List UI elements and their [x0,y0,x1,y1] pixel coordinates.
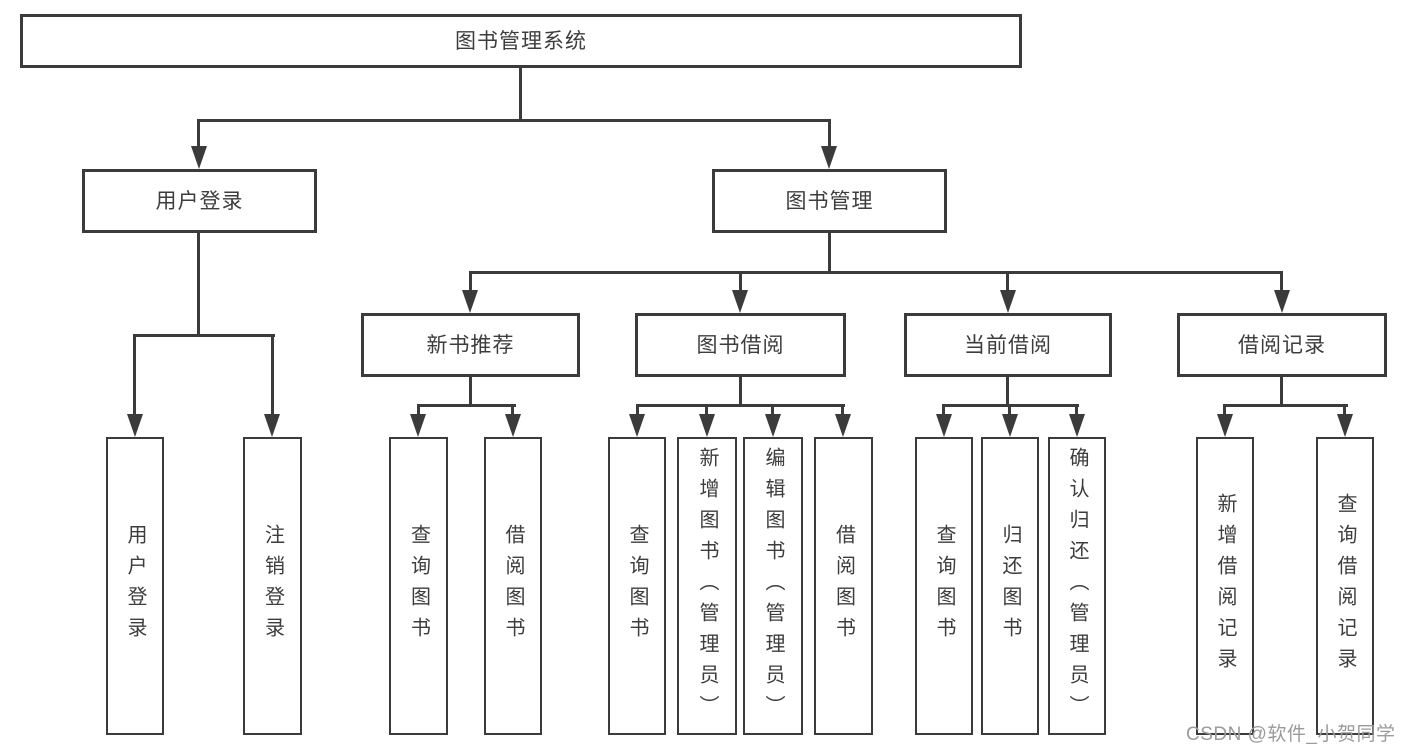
leaf-search-book-current-label: 查询图书 [933,524,955,648]
connector-bookmgmt-drop-3 [1006,271,1009,292]
arrowhead-leaf-confirm-return [1069,414,1085,437]
leaf-borrow-book-recommend-label: 借阅图书 [502,524,524,648]
arrowhead-borrow-record [1274,290,1290,313]
arrowhead-leaf-logout [264,414,280,437]
connector-bookmgmt-drop-1 [469,271,472,292]
leaf-user-login-label: 用户登录 [124,524,146,648]
arrowhead-leaf-search-borrow-record [1337,414,1353,437]
connector-bookmgmt-stem [828,231,831,273]
csdn-watermark: CSDN @软件_小贺同学 [1186,724,1396,745]
connector-userlogin-drop-2 [271,334,274,416]
node-user-login-label: 用户登录 [155,189,244,213]
connector-record-drop-1 [1223,404,1226,415]
arrowhead-new-book-recommend [462,290,478,313]
connector-bookmgmt-rail [469,271,1283,274]
leaf-search-borrow-record: 查询借阅记录 [1316,437,1374,735]
arrowhead-leaf-borrow-book-recommend [505,414,521,437]
connector-userlogin-rail [133,334,275,337]
arrowhead-user-login [191,146,207,169]
connector-current-drop-1 [942,404,945,415]
node-book-management-label: 图书管理 [785,189,874,213]
connector-root-drop-left [197,119,200,148]
connector-root-rail [197,119,831,122]
node-new-book-recommend: 新书推荐 [361,313,580,377]
connector-borrow-rail [636,404,845,407]
arrowhead-leaf-borrow-book [835,414,851,437]
node-book-borrow-label: 图书借阅 [696,333,785,357]
arrowhead-book-borrow [732,290,748,313]
leaf-confirm-return-admin: 确认归还（管理员） [1048,437,1106,735]
arrowhead-leaf-user-login [127,414,143,437]
leaf-borrow-book-label: 借阅图书 [832,524,855,648]
leaf-edit-book-admin-label: 编辑图书（管理员） [762,446,784,726]
node-current-borrow-label: 当前借阅 [964,333,1052,357]
connector-bookmgmt-drop-4 [1280,271,1283,292]
node-book-management: 图书管理 [712,169,947,233]
leaf-borrow-book: 借阅图书 [814,437,873,735]
connector-record-rail [1223,404,1348,407]
node-book-borrow: 图书借阅 [635,313,846,377]
connector-current-stem [1006,375,1009,407]
arrowhead-leaf-add-borrow-record [1217,414,1233,437]
connector-record-stem [1280,375,1283,407]
arrowhead-leaf-search-book-current [936,414,952,437]
arrowhead-current-borrow [1000,290,1016,313]
leaf-borrow-book-recommend: 借阅图书 [484,437,542,735]
arrowhead-leaf-return-book [1002,414,1018,437]
arrowhead-leaf-search-book-recommend [410,414,426,437]
leaf-search-book-recommend: 查询图书 [389,437,448,735]
leaf-return-book: 归还图书 [981,437,1039,735]
connector-userlogin-stem [197,231,200,336]
connector-borrow-drop-3 [771,404,774,415]
leaf-search-book-borrow-label: 查询图书 [626,524,648,648]
leaf-confirm-return-admin-label: 确认归还（管理员） [1066,446,1088,726]
arrowhead-leaf-search-book-borrow [629,414,645,437]
leaf-return-book-label: 归还图书 [999,524,1021,648]
connector-root-drop-right [828,119,831,148]
connector-current-drop-2 [1008,404,1011,415]
leaf-edit-book-admin: 编辑图书（管理员） [743,437,803,735]
connector-current-drop-3 [1075,404,1078,415]
arrowhead-leaf-add-book-admin [699,414,715,437]
connector-recommend-drop-1 [417,404,420,415]
connector-bookmgmt-drop-2 [739,271,742,292]
connector-borrow-drop-4 [841,404,844,415]
connector-userlogin-drop-1 [133,334,136,416]
node-user-login: 用户登录 [82,169,317,233]
connector-borrow-stem [739,375,742,407]
leaf-logout: 注销登录 [243,437,302,735]
leaf-user-login: 用户登录 [106,437,164,735]
connector-borrow-drop-1 [636,404,639,415]
leaf-search-book-recommend-label: 查询图书 [407,524,430,648]
leaf-search-book-borrow: 查询图书 [608,437,666,735]
arrowhead-book-management [821,146,837,169]
leaf-add-book-admin: 新增图书（管理员） [677,437,737,735]
node-new-book-recommend-label: 新书推荐 [426,333,515,357]
connector-recommend-stem [469,375,472,407]
leaf-search-book-current: 查询图书 [915,437,973,735]
node-root: 图书管理系统 [20,14,1022,68]
connector-recommend-drop-2 [511,404,514,415]
leaf-add-borrow-record: 新增借阅记录 [1196,437,1254,735]
node-current-borrow: 当前借阅 [904,313,1112,377]
connector-borrow-drop-2 [705,404,708,415]
connector-recommend-rail [417,404,516,407]
leaf-search-borrow-record-label: 查询借阅记录 [1334,493,1356,679]
connector-record-drop-2 [1343,404,1346,415]
connector-root-stem [519,66,522,120]
leaf-add-borrow-record-label: 新增借阅记录 [1214,493,1236,679]
node-borrow-record: 借阅记录 [1177,313,1387,377]
arrowhead-leaf-edit-book-admin [765,414,781,437]
node-root-label: 图书管理系统 [455,29,587,53]
node-borrow-record-label: 借阅记录 [1238,333,1326,357]
leaf-add-book-admin-label: 新增图书（管理员） [696,446,718,726]
leaf-logout-label: 注销登录 [261,524,284,648]
